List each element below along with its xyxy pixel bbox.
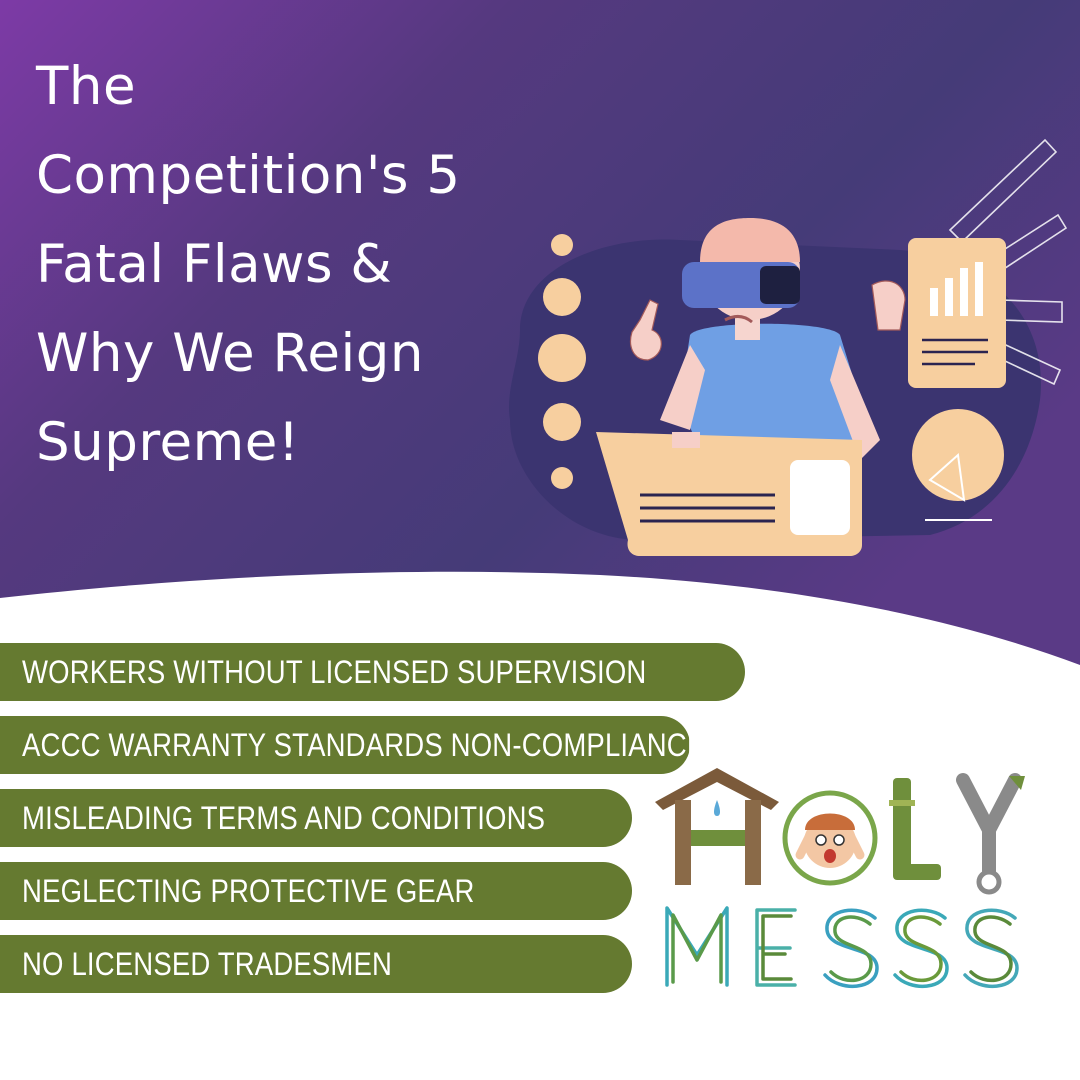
headline-line: Competition's 5 <box>36 145 461 206</box>
headline-line: Supreme! <box>36 412 300 473</box>
headline: The Competition's 5 Fatal Flaws & Why We… <box>36 42 556 487</box>
desk-panel <box>596 432 862 556</box>
vr-illustration <box>508 138 1068 556</box>
flaw-item: MISLEADING TERMS AND CONDITIONS <box>0 789 632 847</box>
chart-card <box>908 238 1006 388</box>
headline-line: The <box>36 56 137 117</box>
hero-background <box>0 0 1080 665</box>
flaw-label: NEGLECTING PROTECTIVE GEAR <box>22 872 475 909</box>
headline-line: Why We Reign <box>36 323 424 384</box>
pie-chart-icon <box>912 409 1004 521</box>
flaw-label: MISLEADING TERMS AND CONDITIONS <box>22 799 546 836</box>
house-letter-h <box>655 768 779 885</box>
holy-mess-logo-icon <box>655 768 1025 988</box>
worried-face-letter-o <box>782 790 878 886</box>
flaw-item: NEGLECTING PROTECTIVE GEAR <box>0 862 632 920</box>
flaw-label: ACCC WARRANTY STANDARDS NON-COMPLIANCE <box>22 726 706 763</box>
decor-dots <box>538 234 586 489</box>
hero-banner: The Competition's 5 Fatal Flaws & Why We… <box>0 0 1080 665</box>
flaw-item: NO LICENSED TRADESMEN <box>0 935 632 993</box>
flaw-label: NO LICENSED TRADESMEN <box>22 945 393 982</box>
mess-scribble-text <box>665 906 1019 988</box>
wrench-letter-y <box>956 773 1025 895</box>
headline-line: Fatal Flaws & <box>36 234 393 295</box>
holy-mess-logo <box>645 760 1065 1000</box>
pipe-letter-l <box>889 778 941 880</box>
flaw-item: ACCC WARRANTY STANDARDS NON-COMPLIANCE <box>0 716 705 774</box>
